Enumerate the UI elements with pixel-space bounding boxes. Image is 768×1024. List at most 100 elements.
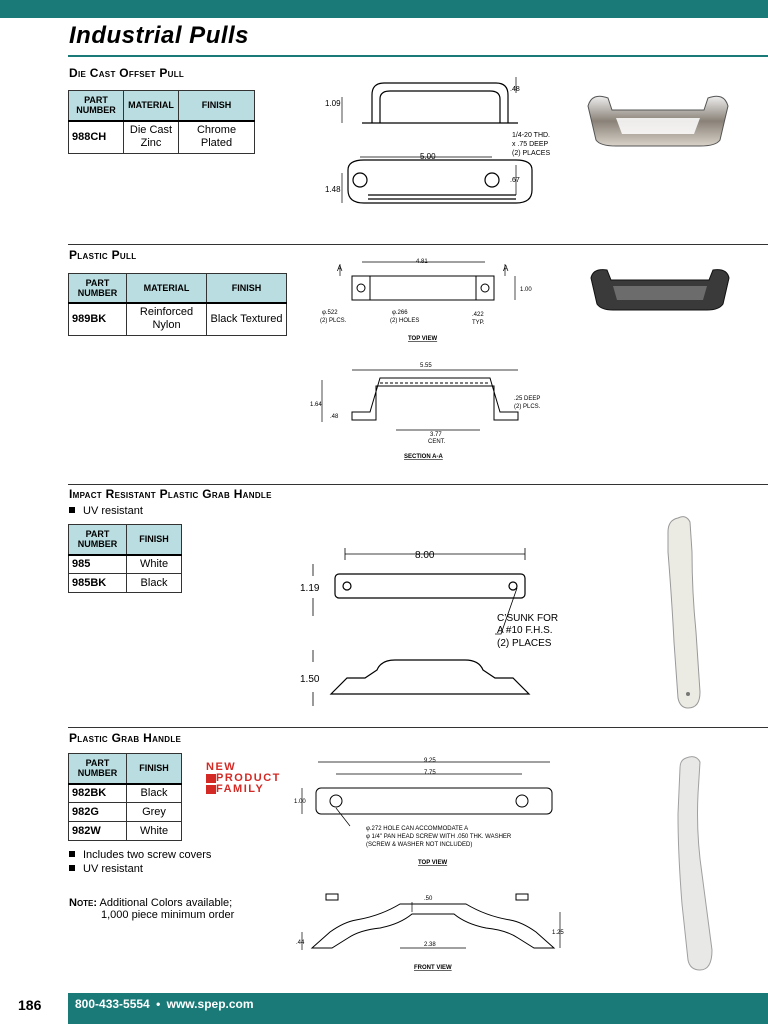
dim-982-height: 1.00 [294, 799, 306, 805]
note-text-1: Additional Colors available; [99, 897, 233, 909]
front-a: .50 [424, 896, 433, 902]
hole-note-1: φ.272 HOLE CAN ACCOMMODATE A [366, 826, 468, 832]
thread-note-1: 1/4-20 THD. [512, 132, 550, 139]
photo-989bk [590, 269, 730, 311]
col-header: PART NUMBER [68, 753, 127, 785]
dim-988-side: .67 [510, 177, 520, 184]
page-number: 186 [18, 997, 42, 1013]
drawing-988: 1.09 .48 5.00 1.48 .67 1/4-20 THD. x .75… [325, 77, 550, 204]
title-rule [68, 55, 768, 57]
finish-cell: Black Textured [206, 302, 287, 336]
csunk-2: A #10 F.H.S. [497, 625, 553, 636]
col-header: FINISH [178, 90, 255, 122]
part-number: 982BK [68, 783, 127, 803]
part-number: 982W [68, 821, 127, 841]
csunk-1: C’SUNK FOR [497, 613, 558, 624]
front-b: .44 [296, 940, 305, 946]
col-header: PART NUMBER [68, 273, 127, 304]
photo-985-white [667, 516, 701, 709]
drawing-989: A A 4.81 1.00 φ.522 (2) PLCS. φ.266 (2) … [310, 259, 541, 460]
footer-bar [68, 993, 768, 1024]
finish-cell: Grey [126, 802, 182, 822]
finish-cell: Chrome Plated [178, 120, 255, 154]
footer-phone: 800-433-5554 [75, 997, 150, 1011]
csunk-3: (2) PLACES [497, 638, 552, 649]
footer-contact: 800-433-5554 • www.spep.com [75, 997, 254, 1011]
col-header: FINISH [126, 524, 182, 556]
col-header: MATERIAL [126, 273, 207, 304]
col-header: PART NUMBER [68, 90, 124, 122]
col-header: MATERIAL [123, 90, 179, 122]
sec-cent: 3.77 [430, 432, 442, 438]
finish-cell: Black [126, 573, 182, 593]
col-header: PART NUMBER [68, 524, 127, 556]
col-header: FINISH [126, 753, 182, 785]
finish-cell: Black [126, 783, 182, 803]
dia1-note: (2) PLCS. [320, 318, 347, 324]
top-view-label: TOP VIEW [408, 336, 437, 342]
dim-988-depth: 1.48 [325, 185, 341, 194]
side: .422 [472, 312, 484, 318]
sec-deep-note: (2) PLCS. [514, 404, 541, 410]
spec-table-989: PART NUMBER MATERIAL FINISH 989BK Reinfo… [68, 273, 287, 336]
dia2-note: (2) HOLES [390, 318, 419, 324]
part-number: 988CH [68, 120, 124, 154]
dim-989-height: 1.00 [520, 287, 532, 293]
thread-note-3: (2) PLACES [512, 150, 550, 157]
bullet-item: UV resistant [69, 863, 143, 875]
footer-url[interactable]: www.spep.com [166, 997, 254, 1011]
material-cell: Die Cast Zinc [123, 120, 179, 154]
sec-deep: .25 DEEP [514, 396, 540, 402]
col-header: FINISH [206, 273, 287, 304]
section-title-plastic-pull: Plastic Pull [69, 248, 137, 262]
front-d: 1.25 [552, 930, 564, 936]
dim-985-width: 8.00 [415, 550, 435, 561]
section-divider [68, 244, 768, 245]
dia1: φ.522 [322, 310, 338, 316]
side-note: TYP. [472, 320, 485, 326]
drawing-985: 8.00 1.19 1.50 C’SUNK FOR A #10 F.H.S. (… [300, 548, 558, 706]
section-title-impact-grab: Impact Resistant Plastic Grab Handle [69, 487, 272, 501]
finish-cell: White [126, 554, 182, 574]
footer-separator: • [156, 997, 161, 1011]
spec-table-988: PART NUMBER MATERIAL FINISH 988CH Die Ca… [68, 90, 255, 154]
photo-982-white [677, 756, 713, 971]
spec-table-982: PART NUMBER FINISH 982BK Black 982G Grey… [68, 753, 182, 841]
spec-table-985: PART NUMBER FINISH 985 White 985BK Black [68, 524, 182, 593]
part-number: 989BK [68, 302, 127, 336]
material-cell: Reinforced Nylon [126, 302, 207, 336]
top-bar [0, 0, 768, 18]
part-number: 982G [68, 802, 127, 822]
top-view-label-982: TOP VIEW [418, 860, 447, 866]
dim-982-centers: 7.75 [424, 770, 436, 776]
section-divider [68, 484, 768, 485]
thread-note-2: x .75 DEEP [512, 141, 549, 148]
sec-cent-note: CENT. [428, 439, 446, 445]
part-number: 985 [68, 554, 127, 574]
dim-985-height: 1.19 [300, 583, 320, 594]
sec-height: 1.64 [310, 402, 322, 408]
front-view-label: FRONT VIEW [414, 965, 452, 971]
dim-988-height: 1.09 [325, 99, 341, 108]
section-title-die-cast: Die Cast Offset Pull [69, 66, 185, 80]
drawing-982: 9.25 7.75 1.00 φ.272 HOLE CAN ACCOMMODAT… [294, 758, 564, 971]
dim-988-width: 5.00 [420, 152, 436, 161]
note: Note: Additional Colors available; 1,000… [69, 897, 234, 921]
dim-988-top: .48 [510, 86, 520, 93]
note-label: Note: [69, 897, 98, 909]
bullet-item: Includes two screw covers [69, 849, 211, 861]
finish-cell: White [126, 821, 182, 841]
sec-base: .48 [330, 414, 339, 420]
section-aa-label: SECTION A-A [404, 454, 443, 460]
mark-a-right: A [503, 264, 509, 273]
section-title-grab-handle: Plastic Grab Handle [69, 731, 182, 745]
section-divider [68, 727, 768, 728]
front-c: 2.38 [424, 942, 436, 948]
hole-note-3: (SCREW & WASHER NOT INCLUDED) [366, 842, 472, 848]
note-text-2: 1,000 piece minimum order [101, 909, 235, 921]
dim-982-overall: 9.25 [424, 758, 436, 764]
sec-width: 5.55 [420, 363, 432, 369]
new-product-badge: NEW PRODUCT FAMILY [206, 761, 281, 795]
dim-985-depth: 1.50 [300, 674, 320, 685]
page-title: Industrial Pulls [69, 22, 250, 49]
